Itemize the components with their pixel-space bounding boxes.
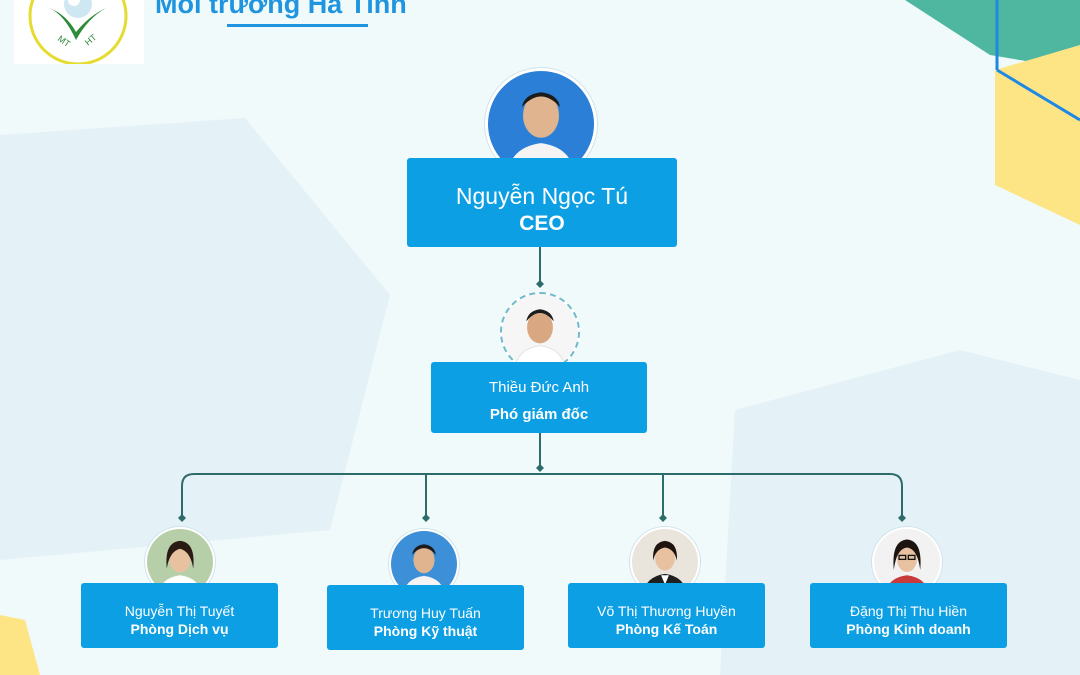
bg-hexagon-left [0,118,390,560]
bg-yellow-bottom-left [0,615,40,675]
department-head-name: Võ Thị Thương Huyền [597,603,736,619]
department-role: Phòng Kinh doanh [846,621,971,637]
ceo-name: Nguyễn Ngọc Tú [455,183,629,209]
department-card-dich-vu: Nguyễn Thị Tuyết Phòng Dịch vụ [81,583,278,648]
connector-node [422,514,430,522]
department-head-name: Nguyễn Thị Tuyết [124,603,235,619]
deputy-role: Phó giám đốc [489,406,589,423]
connector-node [898,514,906,522]
department-card-kinh-doanh: Đặng Thị Thu Hiền Phòng Kinh doanh [810,583,1007,648]
deputy-card: Thiều Đức Anh Phó giám đốc [431,362,647,433]
ceo-card: Nguyễn Ngọc Tú CEO [407,158,677,247]
connector-node [536,464,544,472]
connector-node [178,514,186,522]
title-underline [227,24,368,27]
deputy-photo [500,292,580,372]
connector-node [659,514,667,522]
bg-blue-line-2 [996,68,1080,122]
department-head-name: Trương Huy Tuấn [370,605,481,621]
department-role: Phòng Dịch vụ [130,621,229,637]
department-card-ke-toan: Võ Thị Thương Huyền Phòng Kế Toán [568,583,765,648]
bg-yellow-corner [995,45,1080,225]
department-card-ky-thuat: Trương Huy Tuấn Phòng Kỹ thuật [327,585,524,650]
connector-horizontal-bus [181,473,903,518]
department-head-name: Đặng Thị Thu Hiền [850,603,967,619]
company-logo: MT HT [14,0,144,66]
page-title: Môi trường Hà Tĩnh [155,0,407,19]
department-role: Phòng Kỹ thuật [373,623,478,639]
connector-node [536,280,544,288]
deputy-name: Thiều Đức Anh [488,379,590,396]
bg-teal-corner [905,0,1080,70]
ceo-role: CEO [519,212,565,235]
department-role: Phòng Kế Toán [615,621,718,637]
